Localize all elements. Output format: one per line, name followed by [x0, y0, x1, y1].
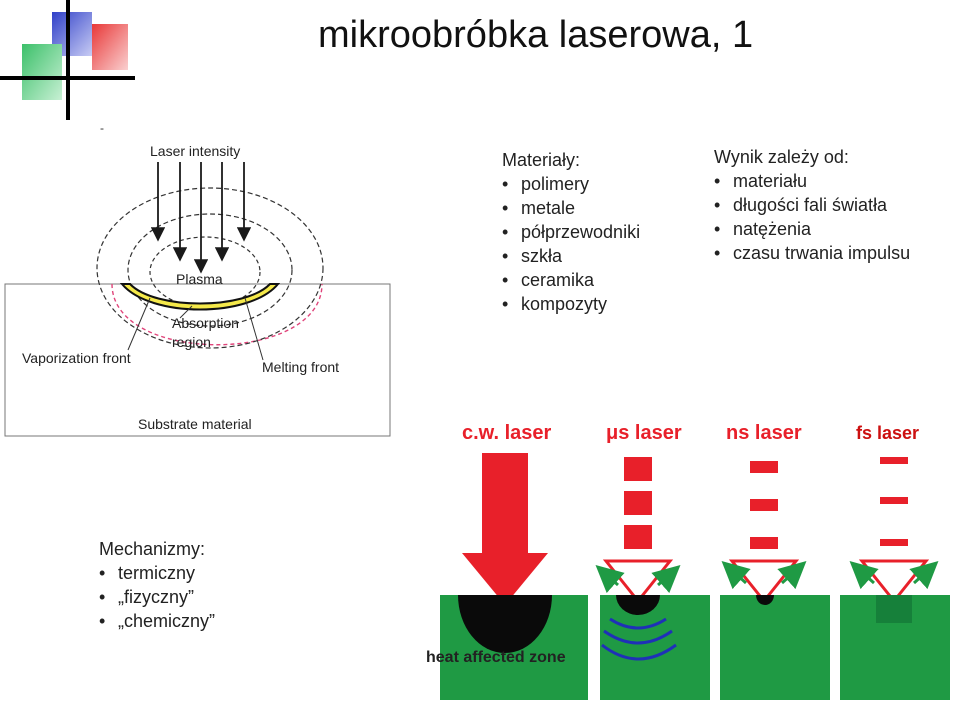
ns-crater [756, 595, 774, 605]
absorption-label-line2: region [172, 334, 211, 350]
fs-ejecta-arrow [849, 560, 879, 590]
mechanisms-list: termiczny „fizyczny” „chemiczny” [99, 561, 215, 633]
list-item: szkła [502, 244, 640, 268]
vaporization-front-label: Vaporization front [22, 350, 131, 366]
us-heat-wave [603, 629, 673, 645]
list-item: czasu trwania impulsu [714, 241, 910, 265]
cw-beam [482, 453, 528, 553]
result-list: materiału długości fali światła natężeni… [714, 169, 910, 265]
ns-laser-label: ns laser [726, 422, 802, 444]
us-ejecta-arrow [651, 565, 681, 594]
list-item: natężenia [714, 217, 910, 241]
cw-crater [458, 595, 552, 653]
fs-ejecta-arrow [909, 560, 939, 590]
logo-green-square [22, 44, 62, 100]
us-heat-wave [609, 617, 667, 630]
absorption-pointer [179, 305, 193, 319]
plasma-label: Plasma [176, 271, 223, 287]
ns-pulse [750, 499, 778, 511]
list-item: termiczny [99, 561, 215, 585]
fs-pulse [880, 539, 908, 546]
absorption-label-line1: Absorption [172, 315, 239, 331]
us-laser-label: μs laser [606, 422, 682, 444]
mechanisms-heading: Mechanizmy: [99, 539, 206, 559]
us-pulse [624, 457, 652, 481]
outer-intensity-contour [96, 187, 324, 349]
list-item: materiału [714, 169, 910, 193]
logo-red-square [92, 24, 128, 70]
laser-pulse-comparison: c.w. laser heat affected zone μs laser n… [426, 411, 950, 700]
list-item: kompozyty [502, 292, 640, 316]
haz-label: heat affected zone [426, 649, 566, 666]
melting-front-curve [111, 283, 323, 346]
list-item: ceramika [502, 268, 640, 292]
substrate-label: Substrate material [138, 416, 252, 432]
label-strip [440, 411, 940, 449]
list-item: długości fali światła [714, 193, 910, 217]
fs-pulse [880, 457, 908, 464]
list-item: półprzewodniki [502, 220, 640, 244]
svg-text:-: - [100, 121, 104, 135]
cw-laser-label: c.w. laser [462, 422, 552, 444]
ns-pulse [750, 537, 778, 549]
ns-substrate [720, 595, 830, 700]
materials-list: polimery metale półprzewodniki szkła cer… [502, 172, 640, 316]
middle-intensity-contour [127, 213, 293, 327]
us-substrate [600, 595, 710, 700]
laser-ablation-diagram: - Laser intensity Plasma Absorption regi… [4, 121, 391, 437]
result-heading: Wynik zależy od: [714, 147, 849, 167]
slide-title: mikroobróbka laserowa, 1 [318, 14, 754, 56]
ns-pulse [750, 461, 778, 473]
result-block: Wynik zależy od: materiału długości fali… [714, 145, 910, 265]
absorption-band [119, 283, 281, 311]
list-item: metale [502, 196, 640, 220]
ns-ejecta-arrow [777, 560, 807, 590]
laser-intensity-label: Laser intensity [150, 143, 240, 159]
fs-ablation-zone [876, 595, 912, 623]
fs-pulse [880, 497, 908, 504]
list-item: „fizyczny” [99, 585, 215, 609]
ns-ejecta-arrow [721, 560, 751, 590]
cw-arrowhead [462, 553, 548, 605]
fs-laser-label: fs laser [856, 423, 919, 443]
us-heat-wave [601, 643, 677, 661]
us-pulse [624, 525, 652, 549]
us-ejecta-arrow [595, 565, 625, 594]
mechanisms-block: Mechanizmy: termiczny „fizyczny” „chemic… [99, 537, 215, 633]
list-item: polimery [502, 172, 640, 196]
melting-pointer [244, 297, 264, 361]
us-pulse [624, 491, 652, 515]
us-crater [616, 595, 660, 615]
materials-heading: Materiały: [502, 150, 581, 170]
decorative-logo [0, 0, 135, 120]
melting-front-label: Melting front [262, 359, 339, 375]
vaporization-pointer [127, 297, 151, 351]
list-item: „chemiczny” [99, 609, 215, 633]
materials-block: Materiały: polimery metale półprzewodnik… [502, 148, 640, 316]
